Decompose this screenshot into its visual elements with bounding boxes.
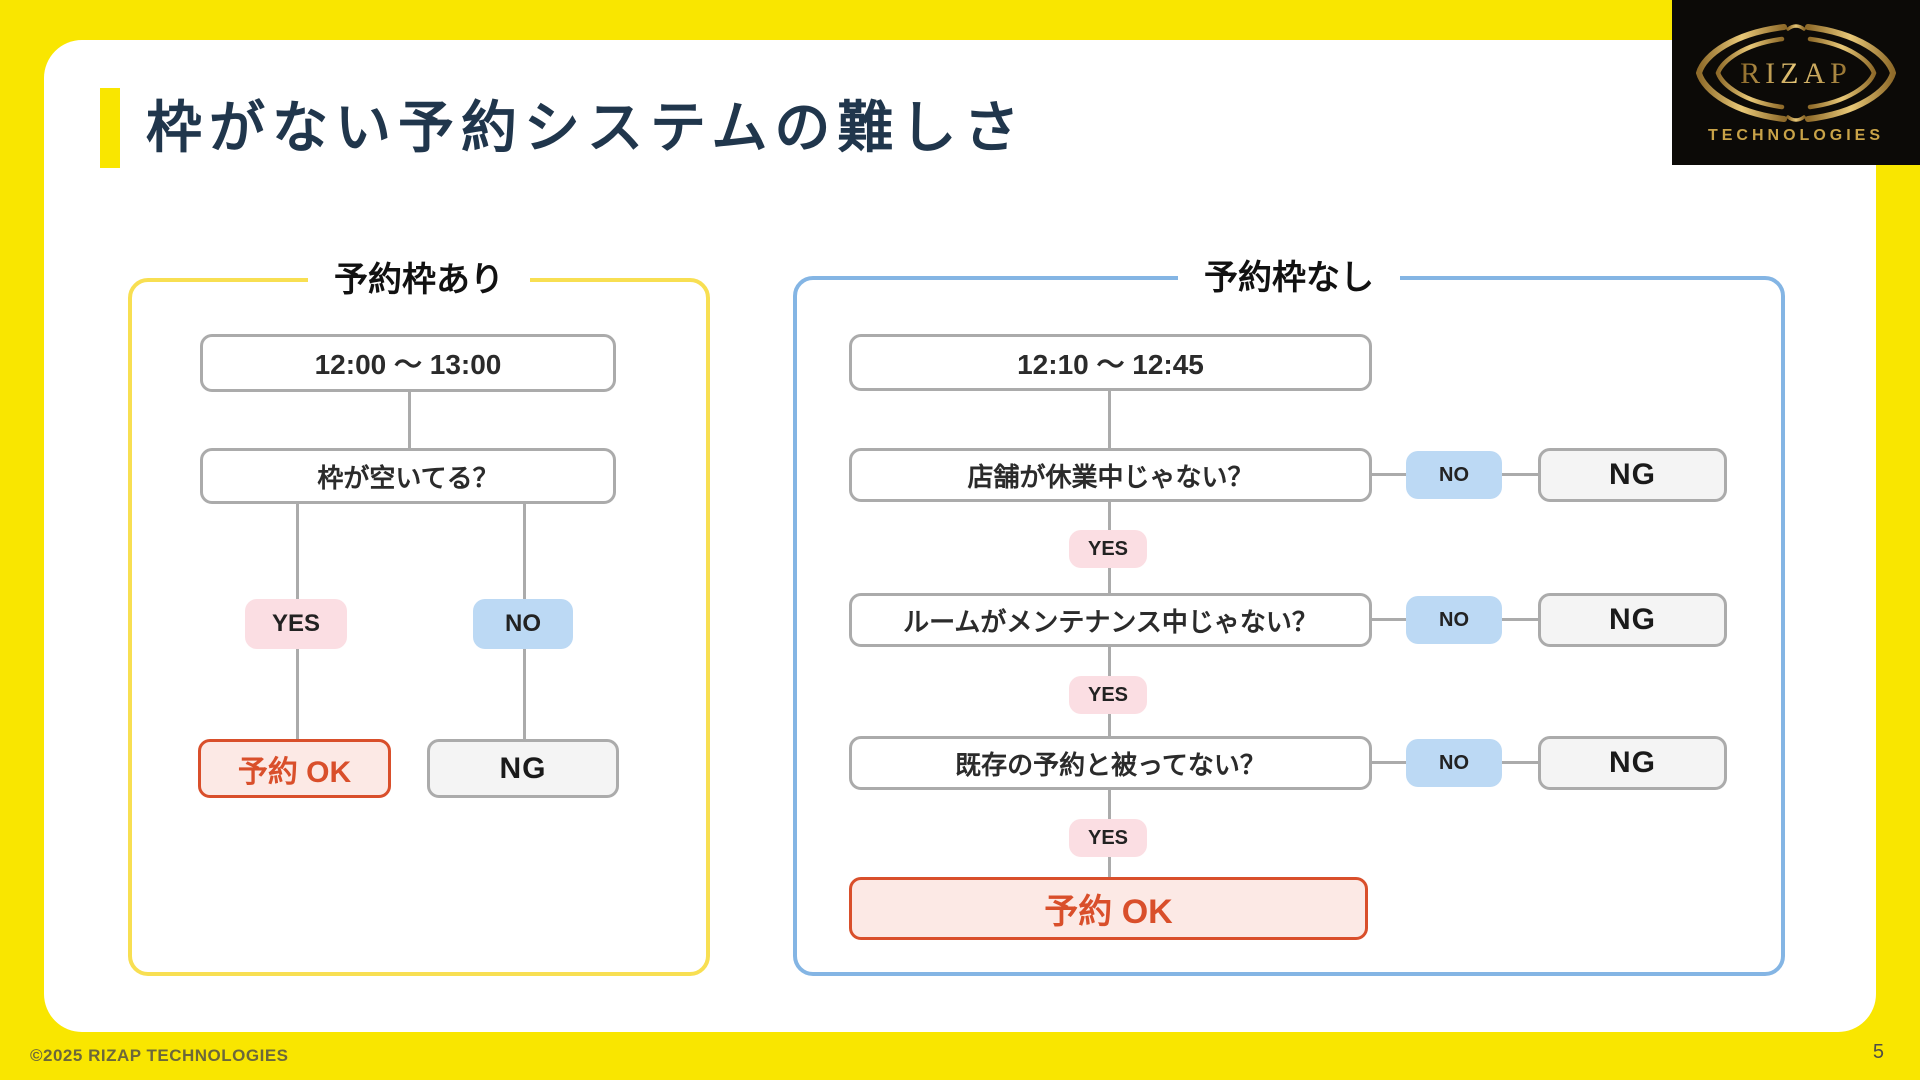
connector-line: [1502, 761, 1538, 764]
connector-line: [296, 649, 299, 739]
connector-line: [1372, 618, 1406, 621]
rizap-lens-icon: RIZAP: [1696, 23, 1896, 122]
connector-line: [523, 649, 526, 739]
logo-brand-text: RIZAP: [1740, 57, 1852, 90]
connector-line: [1372, 761, 1406, 764]
right-yes-pill-1: YES: [1069, 530, 1147, 568]
right-ng-box-2: NG: [1538, 593, 1727, 647]
connector-line: [1372, 473, 1406, 476]
panel-with-slots-title: 予約枠あり: [308, 256, 530, 304]
rizap-logo: RIZAP TECHNOLOGIES: [1672, 0, 1920, 165]
logo-sub-text: TECHNOLOGIES: [1707, 126, 1884, 144]
connector-line: [408, 392, 411, 448]
right-question-box-1: 店舗が休業中じゃない？: [849, 448, 1372, 502]
copyright-text: ©2025 RIZAP TECHNOLOGIES: [30, 1046, 289, 1065]
right-yes-pill-3: YES: [1069, 819, 1147, 857]
slide-card: [44, 40, 1876, 1032]
right-ng-box-1: NG: [1538, 448, 1727, 502]
right-ng-box-3: NG: [1538, 736, 1727, 790]
right-ok-box: 予約 OK: [849, 877, 1368, 940]
right-no-pill-3: NO: [1406, 739, 1502, 787]
left-ng-box: NG: [427, 739, 619, 798]
page-title: 枠がない予約システムの難しさ: [146, 96, 1027, 159]
right-time-box: 12:10 〜 12:45: [849, 334, 1372, 391]
panel-without-slots-title: 予約枠なし: [1178, 254, 1400, 302]
right-question-box-3: 既存の予約と被ってない？: [849, 736, 1372, 790]
left-question-box: 枠が空いてる？: [200, 448, 616, 504]
connector-line: [523, 504, 526, 599]
right-yes-pill-2: YES: [1069, 676, 1147, 714]
connector-line: [1108, 391, 1111, 448]
right-no-pill-2: NO: [1406, 596, 1502, 644]
left-time-box: 12:00 〜 13:00: [200, 334, 616, 392]
title-accent-bar: [100, 88, 120, 168]
right-question-box-2: ルームがメンテナンス中じゃない？: [849, 593, 1372, 647]
left-no-pill: NO: [473, 599, 573, 649]
page-number: 5: [1872, 1041, 1884, 1063]
right-no-pill-1: NO: [1406, 451, 1502, 499]
left-yes-pill: YES: [245, 599, 347, 649]
connector-line: [296, 504, 299, 599]
slide-header: 枠がない予約システムの難しさ: [100, 88, 1026, 168]
connector-line: [1502, 473, 1538, 476]
panel-with-slots: 予約枠あり 12:00 〜 13:00 枠が空いてる？ YES NO 予約 OK…: [128, 256, 710, 976]
panel-without-slots: 予約枠なし 12:10 〜 12:45 店舗が休業中じゃない？ NO NG YE…: [793, 254, 1785, 976]
connector-line: [1502, 618, 1538, 621]
left-ok-box: 予約 OK: [198, 739, 391, 798]
